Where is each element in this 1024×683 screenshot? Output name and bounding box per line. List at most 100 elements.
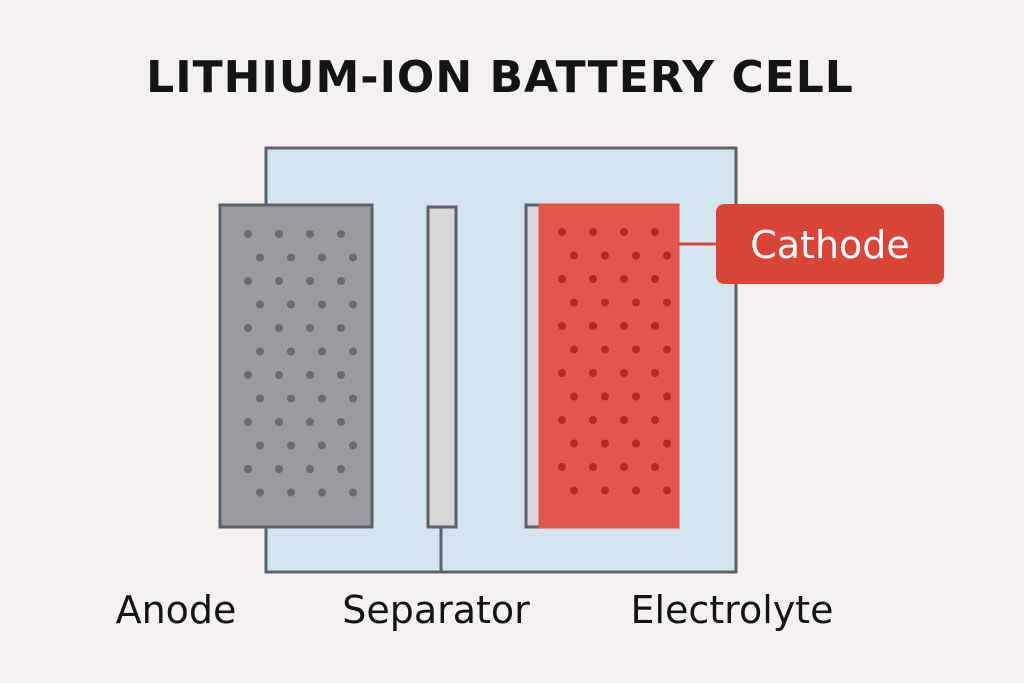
anode-particle-dot [337,465,345,473]
cathode-particle-dot [589,275,597,283]
cathode-particle-dot [632,392,640,401]
anode-particle-dot [256,441,264,450]
anode-particle-dot [318,253,326,262]
cathode-particle-dot [570,439,578,448]
anode-particle-dot [275,277,283,285]
cathode-label: Cathode [750,223,910,267]
anode-particle-dot [244,277,252,285]
anode-particle-dot [275,324,283,332]
cathode-particle-dot [601,345,609,354]
cathode-particle-dot [663,439,671,448]
anode-particle-dot [275,230,283,238]
cathode-particle-dot [589,463,597,471]
anode-particle-dot [349,347,357,356]
diagram-title: LITHIUM-ION BATTERY CELL [146,52,854,103]
anode-particle-dot [349,441,357,450]
anode-particle-dot [306,371,314,379]
anode-particle-dot [306,465,314,473]
cathode-particle-dot [589,416,597,424]
cathode-particle-dot [632,298,640,307]
cathode-particle-dot [601,298,609,307]
separator-label: Separator [342,588,530,632]
anode-particle-dot [318,300,326,309]
cathode-particle-dot [651,275,659,283]
cathode-particle-dot [570,298,578,307]
anode-particle-dot [306,324,314,332]
cathode-particle-dot [651,463,659,471]
anode-particle-dot [256,488,264,497]
cathode-particle-dot [663,345,671,354]
anode-electrode [218,203,374,529]
cathode-particle-dot [589,322,597,330]
cathode-particle-dot [663,486,671,495]
anode-particle-dot [244,418,252,426]
cathode-particle-dot [632,345,640,354]
cathode-particle-dot [620,275,628,283]
cathode-particle-dot [589,369,597,377]
cathode-particle-dot [620,416,628,424]
anode-particle-dot [256,394,264,403]
cathode-particle-dot [570,251,578,260]
cathode-particle-dot [601,392,609,401]
cathode-particle-dot [632,251,640,260]
cathode-particle-dot [620,228,628,236]
cathode-particle-dot [570,345,578,354]
anode-particle-dot [318,441,326,450]
anode-particle-dot [318,488,326,497]
anode-particles [244,230,357,497]
anode-particle-dot [287,441,295,450]
anode-particle-dot [349,488,357,497]
cathode-particle-dot [651,416,659,424]
anode-particle-dot [349,300,357,309]
anode-particle-dot [275,371,283,379]
anode-label: Anode [116,588,237,632]
cathode-particle-dot [589,228,597,236]
anode-particle-dot [337,324,345,332]
cathode-particle-dot [620,369,628,377]
anode-particle-dot [337,230,345,238]
anode-particle-dot [244,230,252,238]
anode-particle-dot [244,324,252,332]
anode-particle-dot [256,300,264,309]
separator-membrane [426,205,458,529]
anode-particle-dot [337,277,345,285]
cathode-particle-dot [558,369,566,377]
cathode-particle-dot [558,228,566,236]
anode-particle-dot [275,465,283,473]
anode-particle-dot [306,418,314,426]
cathode-particle-dot [558,416,566,424]
cathode-particle-dot [601,251,609,260]
cathode-particle-dot [558,275,566,283]
anode-particle-dot [287,488,295,497]
anode-particle-dot [349,394,357,403]
cathode-particle-dot [651,228,659,236]
cathode-particle-dot [620,463,628,471]
anode-particle-dot [287,253,295,262]
cathode-particle-dot [570,486,578,495]
cathode-particle-dot [651,369,659,377]
anode-particle-dot [318,394,326,403]
cathode-particle-dot [601,486,609,495]
cathode-particle-dot [558,463,566,471]
cathode-particle-dot [620,322,628,330]
anode-particle-dot [349,253,357,262]
cathode-electrode [538,203,680,529]
cathode-particle-dot [601,439,609,448]
cathode-particle-dot [651,322,659,330]
anode-particle-dot [318,347,326,356]
anode-particle-dot [275,418,283,426]
anode-particle-dot [244,371,252,379]
cathode-particles [558,228,671,495]
cathode-particle-dot [663,251,671,260]
anode-particle-dot [287,394,295,403]
anode-particle-dot [287,347,295,356]
cathode-particle-dot [632,486,640,495]
cathode-particle-dot [632,439,640,448]
cathode-particle-dot [570,392,578,401]
electrolyte-label: Electrolyte [630,588,833,632]
anode-particle-dot [256,253,264,262]
anode-particle-dot [256,347,264,356]
cathode-particle-dot [558,322,566,330]
